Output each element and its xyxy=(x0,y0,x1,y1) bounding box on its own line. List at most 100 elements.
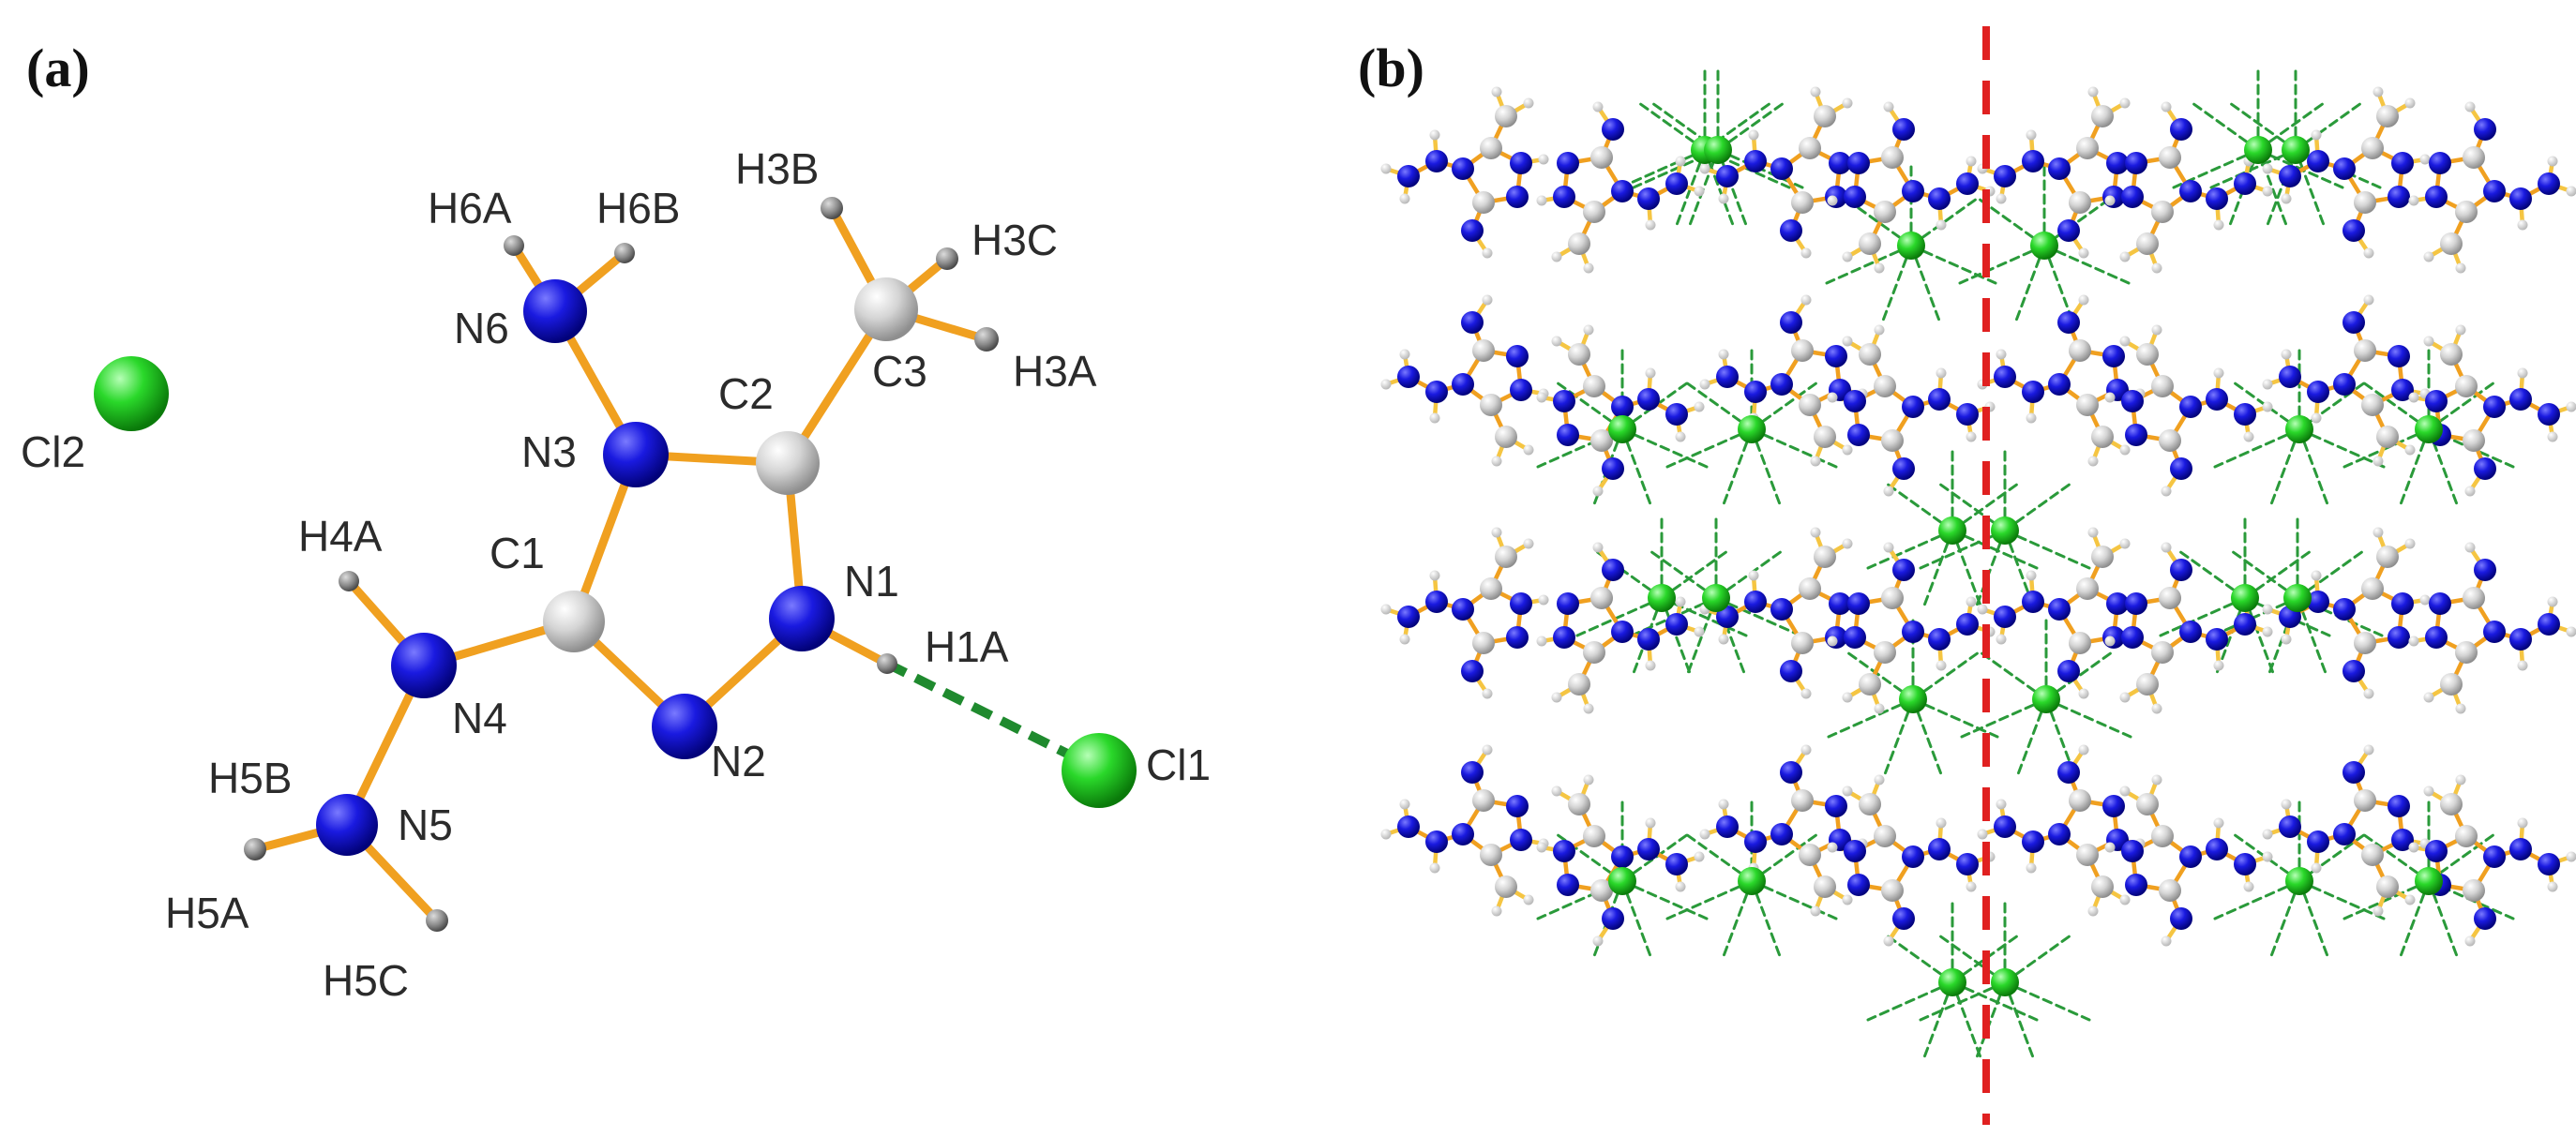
packing-atom-n xyxy=(2234,172,2256,195)
packing-atom-c xyxy=(1814,875,1836,898)
packing-atom-n xyxy=(2483,180,2506,202)
atom-h5c xyxy=(426,909,448,932)
packing-atom-n xyxy=(1770,373,1793,396)
panel-a-label: (a) xyxy=(26,37,90,98)
packing-atom-c xyxy=(1791,191,1814,214)
packing-atom-n xyxy=(1956,403,1979,426)
packing-atom-h xyxy=(1842,785,1853,797)
packing-atom-n xyxy=(1637,187,1660,210)
packing-atom-h xyxy=(2087,527,2099,538)
packing-atom-h xyxy=(2119,444,2131,456)
packing-atom-n xyxy=(2483,396,2506,418)
packing-atom-n xyxy=(1928,187,1951,210)
packing-atom-h xyxy=(2281,799,2292,810)
packing-atom-c xyxy=(1590,429,1613,452)
packing-atom-cl xyxy=(1991,968,2019,996)
packing-atom-h xyxy=(1536,636,1547,647)
packing-atom-h xyxy=(2119,692,2131,703)
packing-atom-h xyxy=(1883,486,1894,497)
label-c1: C1 xyxy=(490,529,545,577)
atom-n6 xyxy=(523,279,587,343)
packing-atom-n xyxy=(1602,118,1624,141)
packing-atom-n xyxy=(1461,219,1484,242)
packing-atom-h xyxy=(2404,97,2416,109)
packing-atom-n xyxy=(2125,874,2147,896)
packing-atom-c xyxy=(2440,673,2463,696)
packing-atom-n xyxy=(2474,457,2496,480)
packing-atom-cl xyxy=(1704,136,1732,164)
packing-atom-n xyxy=(1844,186,1866,208)
packing-atom-h xyxy=(2311,129,2322,141)
packing-atom-h xyxy=(2404,894,2416,905)
packing-atom-n xyxy=(1425,381,1448,403)
packing-atom-c xyxy=(2455,201,2478,223)
panel-a: (a) xyxy=(21,37,1211,1005)
packing-atom-h xyxy=(1874,703,1885,714)
packing-atom-c xyxy=(1881,429,1904,452)
packing-atom-c xyxy=(2440,793,2463,815)
packing-atom-h xyxy=(1718,349,1729,360)
packing-atom-n xyxy=(1637,838,1660,860)
packing-atom-h xyxy=(2262,604,2273,615)
packing-atom-c xyxy=(2076,577,2099,600)
packing-atom-h xyxy=(2373,527,2384,538)
packing-atom-h xyxy=(1699,163,1710,174)
packing-atom-n xyxy=(2391,829,2414,851)
atom-h3c xyxy=(936,247,958,270)
packing-atom-h xyxy=(1996,799,2007,810)
packing-atom-c xyxy=(2091,105,2114,127)
packing-atom-h xyxy=(1810,456,1821,467)
packing-atom-n xyxy=(2388,186,2410,208)
atom-h4a xyxy=(339,571,359,591)
packing-atom-h xyxy=(2161,542,2172,553)
packing-atom-n xyxy=(1510,592,1532,615)
packing-atom-h xyxy=(2419,154,2431,165)
packing-atom-h xyxy=(2078,744,2089,756)
atom-n4 xyxy=(391,633,457,698)
packing-atom-c xyxy=(1495,546,1517,568)
packing-atom-h xyxy=(2455,774,2466,785)
packing-atom-h xyxy=(2104,636,2116,647)
packing-atom-n xyxy=(1847,152,1870,174)
packing-atom-h xyxy=(1491,456,1502,467)
packing-atom-n xyxy=(2179,621,2202,643)
packing-atom-cl xyxy=(2231,584,2259,612)
packing-atom-h xyxy=(1748,129,1759,141)
packing-atom-n xyxy=(2179,180,2202,202)
packing-atom-h xyxy=(1936,817,1947,829)
packing-atom-c xyxy=(1859,232,1881,255)
packing-atom-h xyxy=(2408,842,2419,853)
packing-atom-c xyxy=(2091,546,2114,568)
packing-atom-h xyxy=(1645,219,1656,231)
packing-atom-n xyxy=(1452,598,1474,621)
packing-atom-h xyxy=(1583,703,1594,714)
packing-hydrogen-bond xyxy=(2209,148,2297,189)
packing-atom-c xyxy=(2151,641,2174,664)
packing-atom-n xyxy=(1506,345,1529,367)
packing-atom-h xyxy=(2281,634,2292,645)
packing-atom-n xyxy=(1665,853,1688,875)
packing-atom-n xyxy=(2279,366,2301,388)
packing-atom-n xyxy=(2057,219,2080,242)
packing-atom-n xyxy=(1557,592,1579,615)
packing-atom-n xyxy=(1902,845,1924,868)
packing-atom-h xyxy=(1977,604,1988,615)
packing-atom-n xyxy=(2307,830,2329,853)
packing-atom-h xyxy=(1883,542,1894,553)
packing-hydrogen-bond xyxy=(1620,879,1709,920)
packing-atom-cl xyxy=(1938,968,1966,996)
packing-atom-c xyxy=(2069,339,2091,362)
packing-atom-n xyxy=(1506,795,1529,817)
packing-atom-h xyxy=(2363,688,2374,699)
panel-b: (b) xyxy=(1358,26,2576,1125)
packing-atom-n xyxy=(2170,559,2192,581)
packing-atom-h xyxy=(1523,97,1534,109)
packing-atom-n xyxy=(2106,592,2129,615)
packing-atom-h xyxy=(2119,251,2131,262)
packing-atom-h xyxy=(2104,392,2116,403)
packing-atom-n xyxy=(2391,379,2414,401)
packing-atom-c xyxy=(2376,105,2399,127)
packing-atom-h xyxy=(1482,688,1493,699)
packing-atom-n xyxy=(1902,621,1924,643)
packing-hydrogen-bond xyxy=(1660,596,1748,637)
